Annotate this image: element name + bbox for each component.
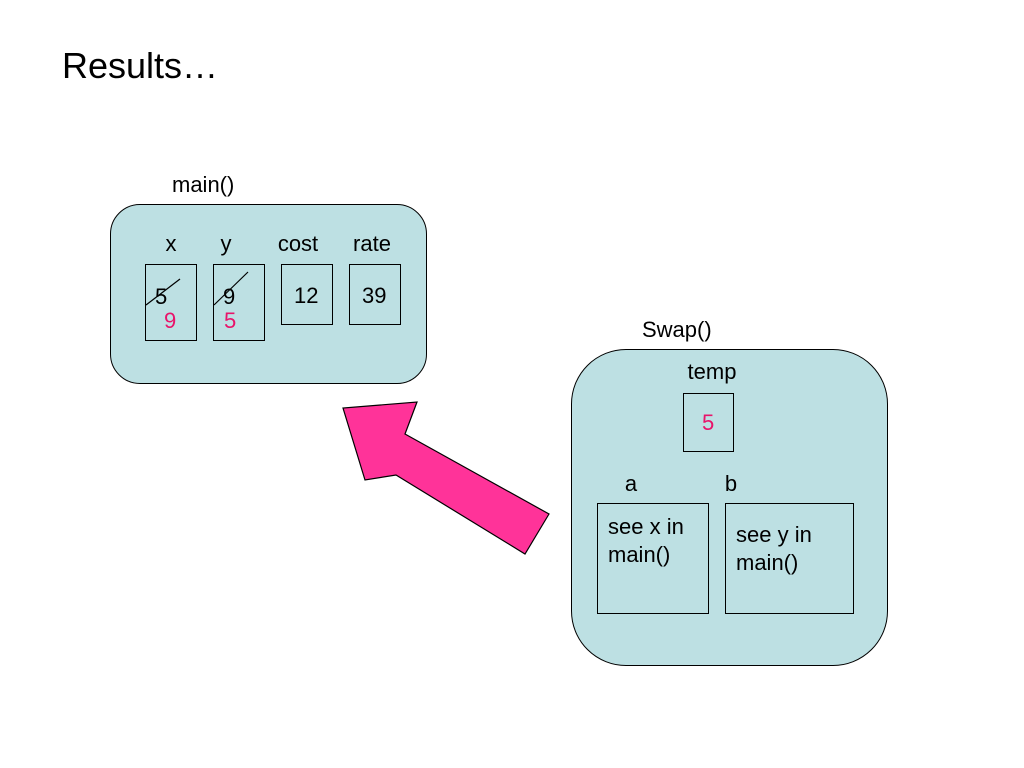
param-b-line2: main() [736,550,799,575]
param-cell-a: see x in main() [597,503,709,614]
var-temp-value: 5 [702,410,715,435]
var-x-old-value: 5 [155,284,168,309]
var-y-old-value: 9 [223,284,236,309]
var-y-new-value: 5 [224,308,237,333]
var-cell-x: 5 9 [145,264,197,341]
var-cost-value: 12 [294,283,319,308]
param-a-line1: see x in [608,514,684,539]
param-cell-b: see y in main() [725,503,854,614]
return-arrow-icon [342,401,550,555]
var-name-y: y [220,231,232,256]
var-name-rate: rate [353,231,391,256]
var-name-temp: temp [687,359,737,384]
var-name-cost: cost [277,231,319,256]
var-rate-value: 39 [362,283,387,308]
var-cell-cost: 12 [281,264,333,325]
param-name-b: b [724,471,738,496]
var-cell-temp: 5 [683,393,734,452]
swap-frame-label: Swap() [642,317,712,342]
param-a-line2: main() [608,542,671,567]
var-cell-y: 9 5 [213,264,265,341]
var-cell-rate: 39 [349,264,401,325]
var-x-new-value: 9 [164,308,177,333]
slide-title: Results… [62,45,219,86]
var-name-x: x [165,231,177,256]
main-frame-label: main() [172,172,235,197]
param-name-a: a [624,471,638,496]
param-b-line1: see y in [736,522,812,547]
